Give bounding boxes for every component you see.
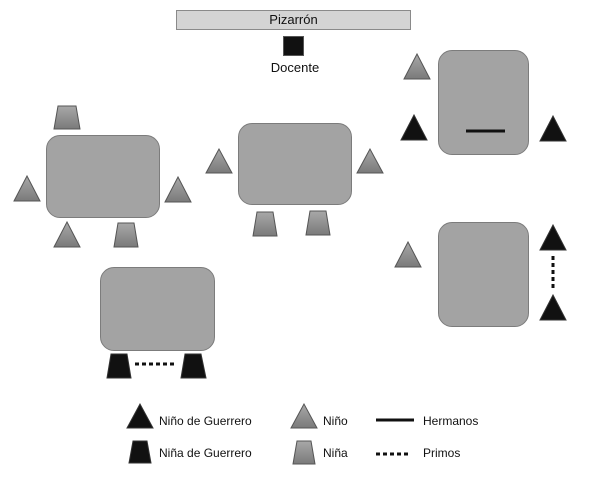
legend-nino-guerrero-label: Niño de Guerrero [159,414,252,428]
legend-nino-guerrero-icon [126,402,154,429]
nina-seat-icon [305,210,331,236]
nino-seat-icon [356,147,384,174]
nino-seat-icon [403,52,431,80]
nino-guerrero-seat-icon [539,293,567,321]
legend-nina-label: Niña [323,446,348,460]
nino-seat-icon [53,220,81,248]
nino-seat-icon [394,240,422,268]
nina-seat-icon [252,211,278,237]
legend-nino-label: Niño [323,414,348,428]
table-center [238,123,352,205]
nina-seat-icon [53,105,81,130]
legend-nina-guerrero-label: Niña de Guerrero [159,446,252,460]
table-bottom-right [438,222,529,327]
nino-guerrero-seat-icon [539,114,567,142]
teacher-icon [283,36,304,56]
nino-seat-icon [164,175,192,203]
legend-hermanos-label: Hermanos [423,414,479,428]
table-bottom-left [100,267,215,351]
legend-nino-icon [290,402,318,429]
table-left [46,135,160,218]
nina-seat-icon [113,222,139,248]
table-top-right [438,50,529,155]
nino-seat-icon [13,174,41,202]
nina-guerrero-seat-icon [180,353,207,379]
legend-nina-guerrero-icon [128,440,152,464]
legend-nina-icon [292,440,316,465]
nina-guerrero-seat-icon [106,353,132,379]
nino-guerrero-seat-icon [539,223,567,251]
blackboard-label: Pizarrón [269,12,318,27]
nino-guerrero-seat-icon [400,113,428,141]
nino-seat-icon [205,147,233,174]
blackboard: Pizarrón [176,10,411,30]
legend-primos-label: Primos [423,446,461,460]
teacher-label: Docente [270,60,320,75]
